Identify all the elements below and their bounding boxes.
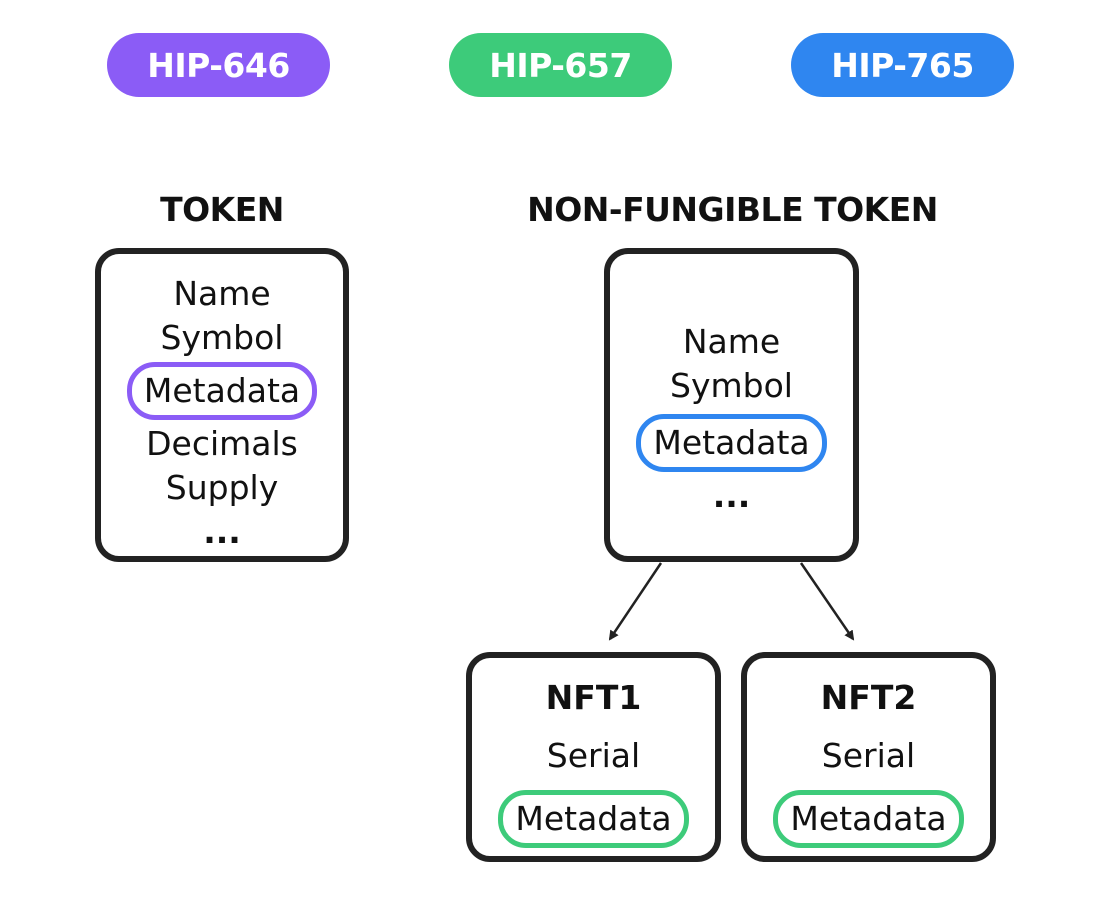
arrow-to-nft2 — [799, 562, 855, 641]
nft-collection-title: NON-FUNGIBLE TOKEN — [527, 190, 938, 229]
token-field-name: Name — [173, 274, 271, 313]
badge-hip-646: HIP-646 — [107, 33, 330, 97]
nft-collection-field-metadata: Metadata — [636, 414, 827, 472]
nft-collection-field-symbol: Symbol — [670, 366, 793, 405]
nft2-box: NFT2 Serial Metadata — [741, 652, 996, 862]
nft1-field-serial: Serial — [546, 736, 641, 775]
nft1-box: NFT1 Serial Metadata — [466, 652, 721, 862]
token-box: Name Symbol Metadata Decimals Supply ... — [95, 248, 349, 562]
token-field-decimals: Decimals — [146, 424, 298, 463]
badge-hip-657: HIP-657 — [449, 33, 672, 97]
arrow-to-nft1 — [608, 562, 663, 641]
token-title: TOKEN — [160, 190, 284, 229]
nft2-field-metadata: Metadata — [773, 790, 964, 848]
nft1-title: NFT1 — [545, 678, 642, 717]
nft2-field-serial: Serial — [821, 736, 916, 775]
nft2-title: NFT2 — [820, 678, 917, 717]
nft-collection-box: Name Symbol Metadata ... — [604, 248, 859, 562]
badge-hip-765: HIP-765 — [791, 33, 1014, 97]
token-field-more: ... — [203, 512, 241, 551]
token-field-supply: Supply — [165, 468, 279, 507]
token-field-metadata: Metadata — [126, 362, 318, 420]
nft-collection-field-more: ... — [712, 476, 751, 515]
nft1-field-metadata: Metadata — [498, 790, 689, 848]
nft-collection-field-name: Name — [682, 322, 781, 361]
token-field-symbol: Symbol — [160, 318, 284, 357]
